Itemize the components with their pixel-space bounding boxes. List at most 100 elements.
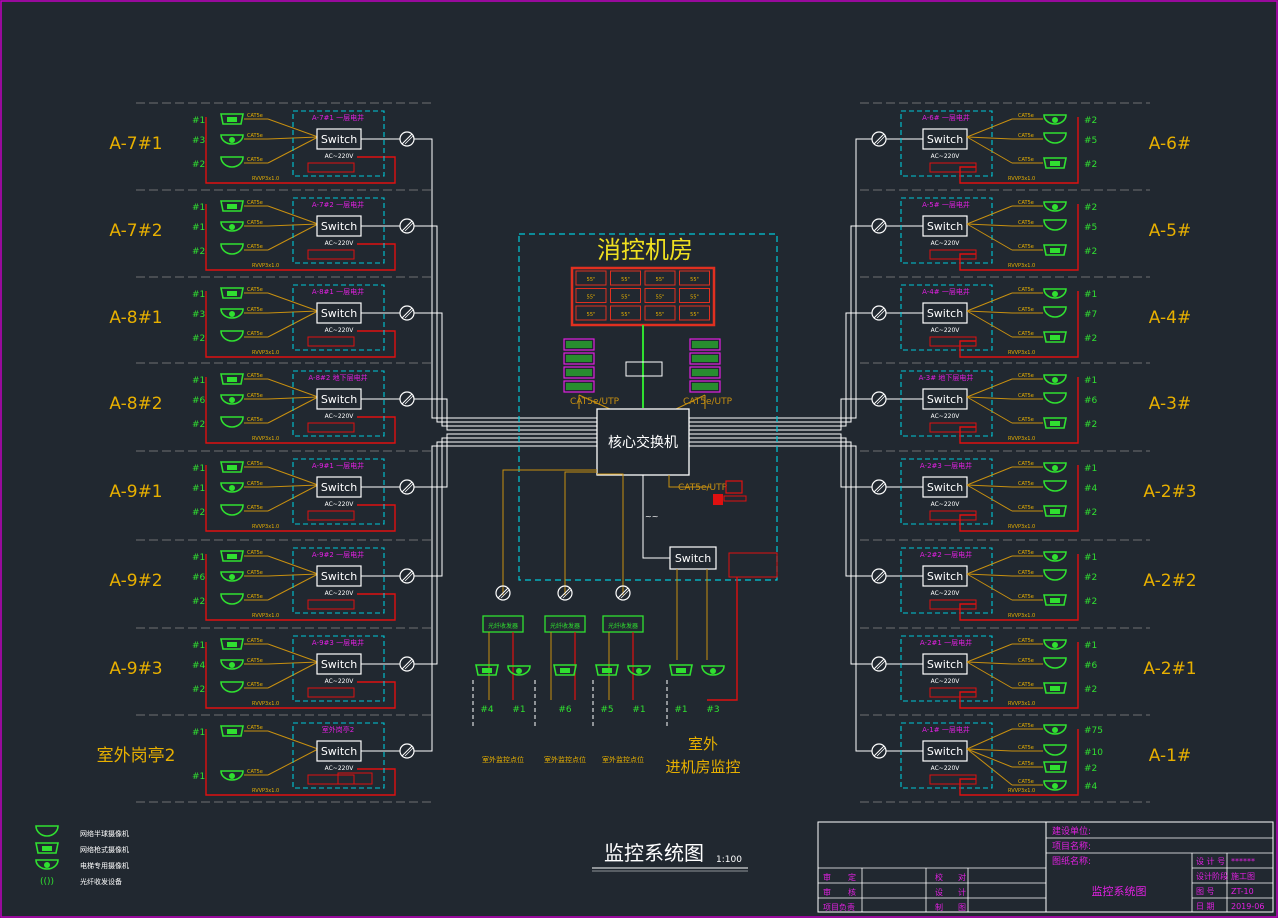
cable-tag: CAT5e: [247, 287, 263, 293]
power-loop: [959, 729, 1079, 796]
access-switch: [922, 476, 968, 498]
camera-count: #5: [1084, 223, 1097, 233]
camera-count: #6: [192, 396, 206, 406]
camera-count: #5: [600, 705, 613, 715]
tb-cell: 设: [935, 887, 943, 897]
power-loop: [959, 117, 1079, 184]
camera-count: #1: [192, 464, 205, 474]
building-group-right: A-2#1A-2#1 一层电井SwitchAC~220VCAT5e#1CAT5e…: [860, 627, 1197, 709]
dome-camera-icon: [1043, 288, 1067, 299]
gun-camera-icon: [220, 550, 244, 562]
camera-count: #4: [1084, 782, 1098, 792]
trunk-cable-right: [689, 437, 872, 577]
video-recorder: [689, 380, 721, 393]
power-tag: RVVP3x1.0: [1008, 176, 1035, 182]
legend-label: 电梯专用摄像机: [80, 861, 129, 870]
camera-lens-icon: [227, 642, 237, 647]
video-recorder: [689, 338, 721, 351]
power-label: AC~220V: [325, 153, 355, 160]
camera-count: #1: [674, 705, 687, 715]
camera-count: #2: [1084, 203, 1097, 213]
dome-camera-icon: [1043, 374, 1067, 385]
bottom-camera-groups: 光纤收发器#4#1室外监控点位光纤收发器#6室外监控点位光纤收发器#5#1室外监…: [472, 469, 738, 764]
power-loop: [205, 642, 396, 709]
video-wall-screen: [644, 270, 676, 286]
cable-tag: CAT5e: [247, 244, 263, 250]
title-block: 建设单位: 项目名称: 图纸名称: 监控系统图 审定校对审核设计项目负责制图设 …: [817, 821, 1274, 913]
floor-label: A-5# 一层电井: [922, 200, 970, 209]
camera-count: #3: [706, 705, 719, 715]
hemisphere-camera-icon: [220, 330, 244, 342]
cable-tag: CAT5e: [1018, 638, 1034, 644]
camera-lens-icon: [1052, 465, 1058, 471]
access-switch: [922, 740, 968, 762]
camera-lens-icon: [229, 224, 235, 230]
screen-size-label: 55": [587, 312, 596, 318]
equipment-box: [292, 370, 385, 437]
gun-camera-icon: [1043, 157, 1067, 169]
building-label: A-9#1: [109, 482, 162, 502]
cable-tag: CAT5e: [1018, 331, 1034, 337]
equipment-box: [900, 635, 993, 702]
power-label: AC~220V: [931, 153, 961, 160]
power-tag: RVVP3x1.0: [1008, 788, 1035, 794]
camera-lens-icon: [710, 668, 716, 674]
equipment-box: [900, 110, 993, 177]
camera-lens-icon: [227, 377, 237, 382]
cable-tag: CAT5e: [1018, 373, 1034, 379]
gun-camera-icon: [1043, 761, 1067, 773]
floor-label: A-2#2 一层电井: [920, 550, 972, 559]
cable-tag: CAT5e: [1018, 113, 1034, 119]
building-label: A-8#2: [109, 394, 162, 414]
equipment-box: [292, 635, 385, 702]
ups-box: [307, 249, 355, 260]
camera-count: #1: [1084, 376, 1097, 386]
hemisphere-camera-icon: [1043, 392, 1067, 404]
building-label: A-5#: [1149, 221, 1191, 241]
cable-tag: CAT5e: [1018, 505, 1034, 511]
gun-camera-icon: [475, 664, 499, 676]
bottom-camera-group: #1 #3: [666, 569, 738, 726]
ups-box: [337, 772, 373, 785]
floor-label: A-1# 一层电井: [922, 725, 970, 734]
fiber-transceiver: [544, 615, 586, 633]
access-switch: [922, 388, 968, 410]
camera-lens-icon: [676, 668, 686, 673]
tb-key: 图 号: [1196, 887, 1215, 896]
cable-tag: CAT5e: [247, 658, 263, 664]
trunk-cable-left: [414, 398, 597, 431]
building-group-right: A-2#2A-2#2 一层电井SwitchAC~220VCAT5e#1CAT5e…: [860, 539, 1197, 621]
equipment-box: [292, 197, 385, 264]
cable-tag: CAT5e: [1018, 133, 1034, 139]
access-switch-label: Switch: [321, 658, 357, 671]
floor-label: A-2#1 一层电井: [920, 638, 972, 647]
fiber-converter-icon: [615, 585, 631, 601]
camera-count: #7: [1084, 310, 1097, 320]
camera-lens-icon: [1052, 377, 1058, 383]
camera-lens-icon: [516, 668, 522, 674]
camera-count: #6: [558, 705, 572, 715]
transceiver-tag: 光纤收发器: [608, 622, 638, 630]
camera-count: #1: [192, 484, 205, 494]
cable-tag: CAT5e: [1018, 779, 1034, 785]
camera-lens-icon: [1052, 727, 1058, 733]
cable-tag: CAT5e: [247, 373, 263, 379]
hemisphere-camera-icon: [220, 504, 244, 516]
camera-count: #2: [1084, 420, 1097, 430]
gun-camera-icon: [1043, 594, 1067, 606]
camera-lens-icon: [227, 554, 237, 559]
camera-count: #5: [1084, 136, 1097, 146]
camera-count: #2: [192, 508, 205, 518]
equipment-box: [292, 547, 385, 614]
gun-camera-icon: [553, 664, 577, 676]
dome-camera-icon: [1043, 114, 1067, 125]
gun-camera-icon: [1043, 682, 1067, 694]
equipment-box: [292, 110, 385, 177]
video-wall: 55"55"55"55"55"55"55"55"55"55"55"55": [570, 266, 716, 327]
cable-tag: CAT5e: [247, 417, 263, 423]
transceiver-tag: 光纤收发器: [550, 622, 580, 630]
camera-lens-icon: [482, 668, 492, 673]
